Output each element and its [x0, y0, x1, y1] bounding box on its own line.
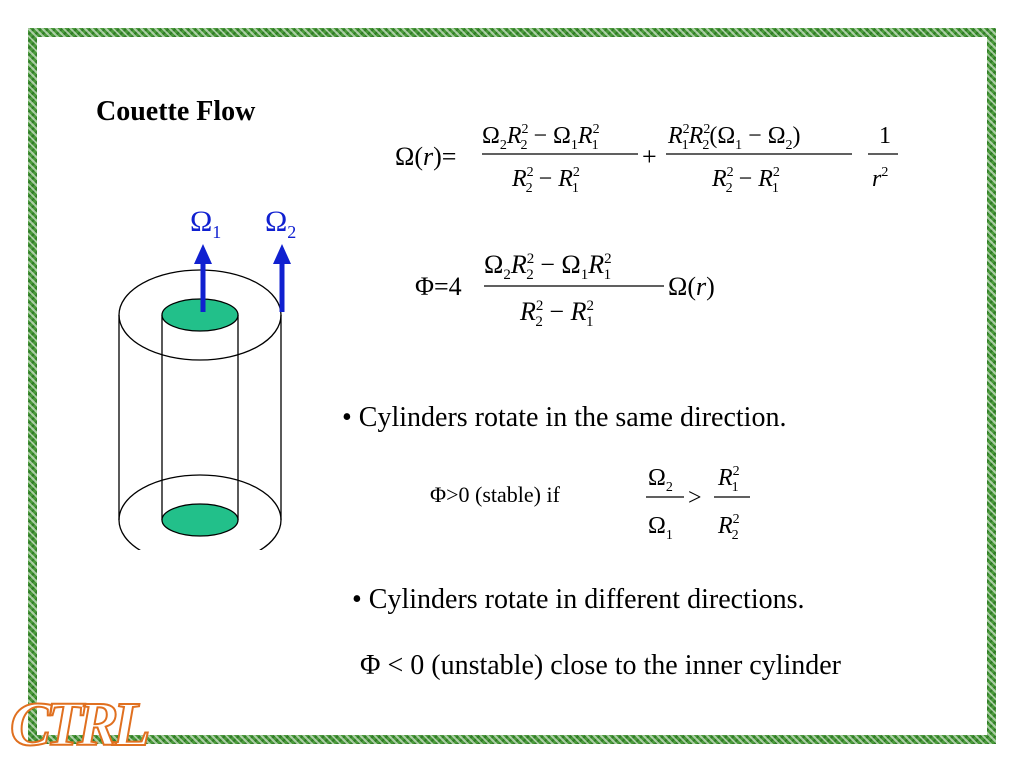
omega1-subscript: 1 [212, 222, 222, 242]
omega1-symbol: Ω [190, 205, 213, 238]
omega2-symbol: Ω [265, 205, 288, 238]
slide-frame [28, 28, 996, 744]
inner-top-disc [161, 298, 239, 332]
ratio-omega-numerator: Ω2 [648, 465, 673, 495]
outer-bottom-ellipse [118, 474, 282, 550]
slide-title: Couette Flow [96, 96, 256, 127]
cylinder-diagram [118, 244, 291, 550]
omega1-arrow-head [194, 244, 212, 264]
inner-bottom-disc [161, 503, 239, 537]
omega2-arrow-head [273, 244, 291, 264]
greater-than-sign: > [688, 485, 702, 511]
ctrl-logo: CTRL [9, 690, 151, 760]
frac3-denominator: r2 [872, 165, 888, 192]
ratio-omega-denominator: Ω1 [648, 513, 673, 543]
plus-sign: + [642, 142, 657, 171]
phi-omega-r: Ω(r) [668, 272, 715, 301]
omega-r-lhs: Ω(r)= [395, 142, 456, 171]
bullet-different-directions: • Cylinders rotate in different directio… [352, 584, 805, 615]
stable-condition-text: Φ>0 (stable) if [430, 482, 560, 507]
frac3-numerator: 1 [879, 123, 891, 149]
bullet-same-direction: • Cylinders rotate in the same direction… [342, 402, 787, 433]
unstable-condition-text: Φ < 0 (unstable) close to the inner cyli… [360, 650, 842, 681]
omega2-label: Ω2 [265, 205, 296, 243]
omega1-label: Ω1 [190, 205, 221, 243]
omega2-subscript: 2 [287, 222, 297, 242]
phi-lhs: Φ=4 [415, 272, 462, 301]
